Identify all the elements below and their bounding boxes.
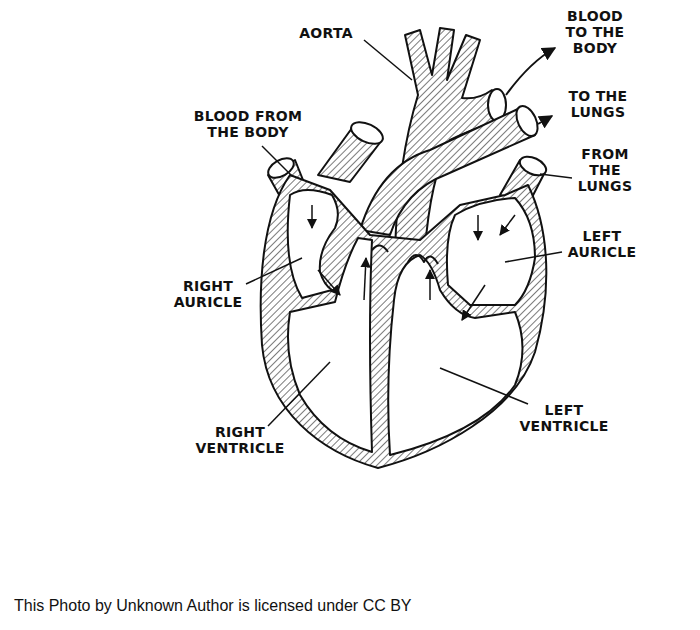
part-label: RIGHT VENTRICLE: [188, 424, 292, 456]
leader-line: [540, 174, 572, 178]
flow-arrow: [429, 270, 431, 300]
flow-arrow: [506, 48, 555, 95]
leader-line: [440, 368, 528, 404]
leader-line: [268, 362, 330, 426]
flow-arrow: [364, 258, 366, 300]
flow-arrow: [318, 270, 340, 295]
part-label: LEFT AURICLE: [561, 228, 643, 260]
flow-arrow: [477, 215, 479, 240]
leader-line: [505, 252, 562, 262]
right-auricle: [288, 190, 338, 298]
part-label: FROM THE LUNGS: [572, 146, 638, 194]
flow-arrows: [312, 48, 555, 320]
vessel-opening: [512, 103, 542, 140]
leader-line: [262, 146, 292, 176]
heart-valve: [408, 255, 438, 264]
flow-arrow: [462, 285, 485, 320]
flow-arrow: [500, 215, 515, 235]
part-label: BLOOD TO THE BODY: [559, 8, 631, 56]
heart-valve: [372, 245, 388, 252]
right-ventricle: [288, 238, 372, 452]
left-ventricle: [388, 255, 522, 455]
part-label: BLOOD FROM THE BODY: [187, 108, 309, 140]
flow-arrow: [311, 205, 313, 228]
leader-line: [364, 40, 412, 80]
leader-line: [246, 258, 302, 284]
leader-lines: [246, 40, 572, 426]
part-label: RIGHT AURICLE: [167, 278, 249, 310]
part-label: LEFT VENTRICLE: [512, 402, 616, 434]
part-label: AORTA: [281, 25, 371, 41]
flow-arrow: [538, 116, 552, 124]
photo-credit: This Photo by Unknown Author is licensed…: [14, 597, 412, 615]
left-auricle: [447, 198, 535, 305]
heart-wall: [261, 175, 547, 468]
vessel-opening: [348, 118, 386, 149]
part-label: TO THE LUNGS: [548, 88, 648, 120]
